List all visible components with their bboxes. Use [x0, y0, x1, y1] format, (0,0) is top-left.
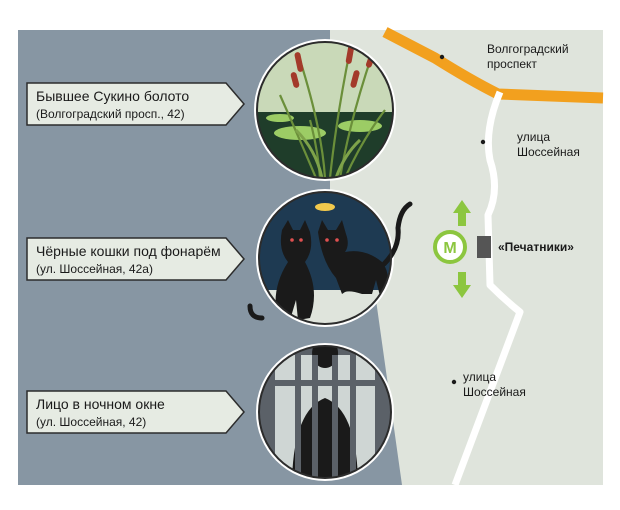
figure-in-window-icon: [256, 343, 394, 481]
street-label-line: Шоссейная: [517, 145, 580, 159]
black-cats-icon: [247, 189, 413, 327]
metro-letter: М: [443, 240, 456, 257]
place-label-window: Лицо в ночном окне (ул. Шоссейная, 42): [26, 390, 246, 434]
place-address: (ул. Шоссейная, 42а): [36, 262, 153, 276]
place-label-cats: Чёрные кошки под фонарём (ул. Шоссейная,…: [26, 237, 246, 281]
road-label-volgogradsky: Волгоградский проспект: [487, 42, 569, 72]
road-shosseynaya: [451, 90, 524, 487]
place-title: Бывшее Сукино болото: [36, 88, 190, 104]
place-label-swamp: Бывшее Сукино болото (Волгоградский прос…: [26, 82, 246, 126]
callout-arrow: [26, 237, 245, 281]
street-label-pointer-top: [480, 139, 486, 145]
metro-icon: [433, 200, 471, 298]
station-building-icon: [477, 236, 491, 258]
road-label-line: Волгоградский: [487, 42, 569, 56]
road-label-pointer: [439, 54, 445, 60]
street-label-line: Шоссейная: [463, 385, 526, 399]
street-label-line: улица: [517, 130, 550, 144]
land-area: [330, 30, 603, 485]
street-label-top: улица Шоссейная: [517, 130, 580, 160]
street-label-pointer-bottom: [451, 379, 457, 385]
reeds-icon: [254, 39, 396, 181]
station-name: «Печатники»: [498, 240, 574, 254]
place-address: (Волгоградский просп., 42): [36, 107, 185, 121]
street-label-bottom: улица Шоссейная: [463, 370, 526, 400]
place-title: Чёрные кошки под фонарём: [36, 243, 221, 259]
callout-arrow: [26, 390, 245, 434]
street-label-line: улица: [463, 370, 496, 384]
place-title: Лицо в ночном окне: [36, 396, 165, 412]
callout-arrow: [26, 82, 245, 126]
road-label-line: проспект: [487, 57, 537, 71]
place-address: (ул. Шоссейная, 42): [36, 415, 147, 429]
